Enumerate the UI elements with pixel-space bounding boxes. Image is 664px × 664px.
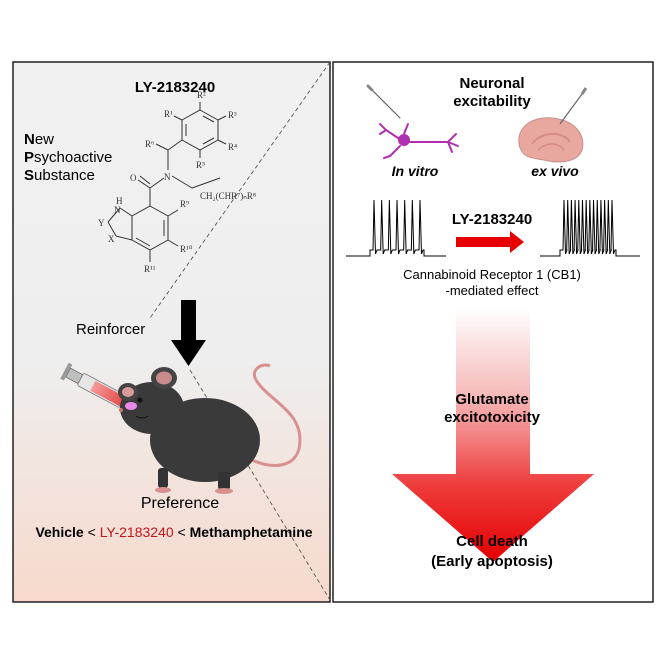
svg-text:Y: Y	[98, 218, 105, 228]
svg-text:O: O	[130, 173, 137, 183]
right-title-line2: excitability	[453, 93, 531, 110]
svg-text:X: X	[108, 234, 115, 244]
svg-text:CH₂(CHR⁷)ₙR⁸: CH₂(CHR⁷)ₙR⁸	[200, 191, 256, 201]
svg-text:R⁵: R⁵	[196, 160, 205, 170]
svg-text:R¹: R¹	[164, 109, 173, 119]
mouse-icon	[118, 363, 302, 494]
chemical-structure	[107, 102, 227, 262]
mechanism-line2: excitotoxicity	[444, 409, 541, 426]
reinforcer-arrow	[171, 300, 206, 366]
ranking-lt-1: <	[84, 524, 100, 540]
nps-line-substance: Substance	[24, 167, 95, 184]
structure-labels: R² R¹ R³ R⁴ R⁵ R⁶ N O CH₂(CHR⁷)ₙR⁸ R⁹ R¹…	[98, 90, 256, 274]
svg-text:R¹¹: R¹¹	[144, 264, 156, 274]
nps-line-new: New	[24, 131, 54, 148]
syringe-icon	[60, 362, 147, 415]
outcome-arrow	[392, 308, 594, 562]
spike-trace-after	[540, 199, 640, 257]
receptor-line2: -mediated effect	[446, 283, 539, 298]
svg-text:N: N	[164, 172, 171, 182]
svg-text:H: H	[116, 196, 123, 206]
right-compound-label: LY-2183240	[452, 211, 532, 228]
svg-text:R⁶: R⁶	[145, 139, 154, 149]
ranking-lt-2: <	[174, 524, 190, 540]
outcome-line2: (Early apoptosis)	[431, 553, 553, 570]
preference-ranking: Vehicle < LY-2183240 < Methamphetamine	[35, 524, 312, 540]
nps-line-psychoactive: Psychoactive	[24, 149, 112, 166]
ranking-methamphetamine: Methamphetamine	[190, 524, 313, 540]
left-panel	[12, 61, 331, 603]
brain-slice-icon	[518, 87, 588, 163]
nps-acronym: New Psychoactive Substance	[24, 131, 112, 184]
ranking-compound: LY-2183240	[100, 524, 174, 540]
zoom-dash-top	[149, 61, 331, 319]
ex-vivo-label: ex vivo	[531, 163, 579, 179]
svg-text:N: N	[114, 205, 121, 215]
ranking-vehicle: Vehicle	[35, 524, 83, 540]
svg-text:R⁴: R⁴	[228, 142, 237, 152]
spike-trace-before	[346, 199, 446, 257]
reinforcer-label: Reinforcer	[76, 321, 145, 338]
in-vitro-label: In vitro	[392, 163, 439, 179]
left-title: LY-2183240	[135, 79, 215, 96]
neuron-icon	[366, 84, 459, 159]
treatment-arrow	[456, 231, 524, 253]
preference-label: Preference	[141, 495, 219, 512]
mechanism-line1: Glutamate	[455, 391, 528, 408]
svg-text:R³: R³	[228, 110, 237, 120]
right-title-line1: Neuronal	[459, 75, 524, 92]
svg-text:R⁹: R⁹	[180, 199, 189, 209]
svg-text:R²: R²	[197, 90, 206, 100]
receptor-line1: Cannabinoid Receptor 1 (CB1)	[403, 267, 581, 282]
outcome-line1: Cell death	[456, 533, 528, 550]
svg-text:R¹⁰: R¹⁰	[180, 244, 193, 254]
